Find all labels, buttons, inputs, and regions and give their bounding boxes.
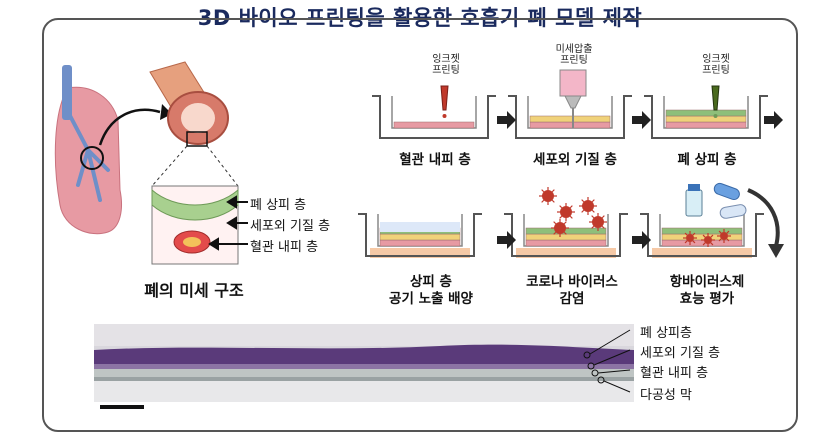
virus-particle xyxy=(582,200,594,212)
inkjet-head-2 xyxy=(711,85,720,118)
figure-frame xyxy=(42,18,798,432)
inkjet-head-1 xyxy=(440,85,449,118)
culture-well xyxy=(508,95,632,139)
culture-well xyxy=(358,213,482,258)
histology-label-epithelium: 폐 상피층 xyxy=(640,326,692,341)
virus-group xyxy=(539,187,731,247)
virus-particle xyxy=(686,234,694,242)
virus-particle xyxy=(720,232,728,240)
layer-label-ecm: 세포외 기질 층 xyxy=(250,219,331,234)
step-3-label: 폐 상피 층 xyxy=(677,152,737,168)
layer-label-endothelium: 혈관 내피 층 xyxy=(250,240,319,255)
step-1-tool: 잉크젯 프린팅 xyxy=(432,54,460,76)
histology-label-endothelium: 혈관 내피 층 xyxy=(640,366,709,381)
step-3-tool: 잉크젯 프린팅 xyxy=(702,54,730,76)
layer-label-epithelium: 폐 상피 층 xyxy=(250,198,307,213)
extrusion-head xyxy=(559,69,587,128)
virus-particle xyxy=(560,206,572,218)
step-5-label: 코로나 바이러스 감염 xyxy=(526,274,618,307)
step-1-label: 혈관 내피 층 xyxy=(399,152,471,168)
histology-label-ecm: 세포외 기질 층 xyxy=(640,346,721,361)
virus-particle xyxy=(592,216,604,228)
virus-particle xyxy=(554,222,566,234)
lung-illustration xyxy=(54,65,122,235)
step-6-label: 항바이러스제 효능 평가 xyxy=(669,274,745,307)
histology-image xyxy=(94,324,634,409)
culture-well xyxy=(640,213,764,258)
step-2-label: 세포외 기질 층 xyxy=(533,152,617,168)
culture-well xyxy=(372,95,496,139)
culture-well xyxy=(644,95,768,139)
scale-bar xyxy=(100,405,144,409)
bronchus-illustration xyxy=(149,61,229,147)
step-2-tool: 미세압출 프린팅 xyxy=(555,44,593,66)
virus-particle xyxy=(704,236,712,244)
step-4-label: 상피 층 공기 노출 배양 xyxy=(389,274,473,307)
virus-particle xyxy=(542,190,554,202)
cross-section-panel xyxy=(151,185,239,265)
lung-microstructure-caption: 폐의 미세 구조 xyxy=(144,281,244,300)
antiviral-drug-icons xyxy=(685,182,784,258)
histology-label-membrane: 다공성 막 xyxy=(640,388,692,403)
